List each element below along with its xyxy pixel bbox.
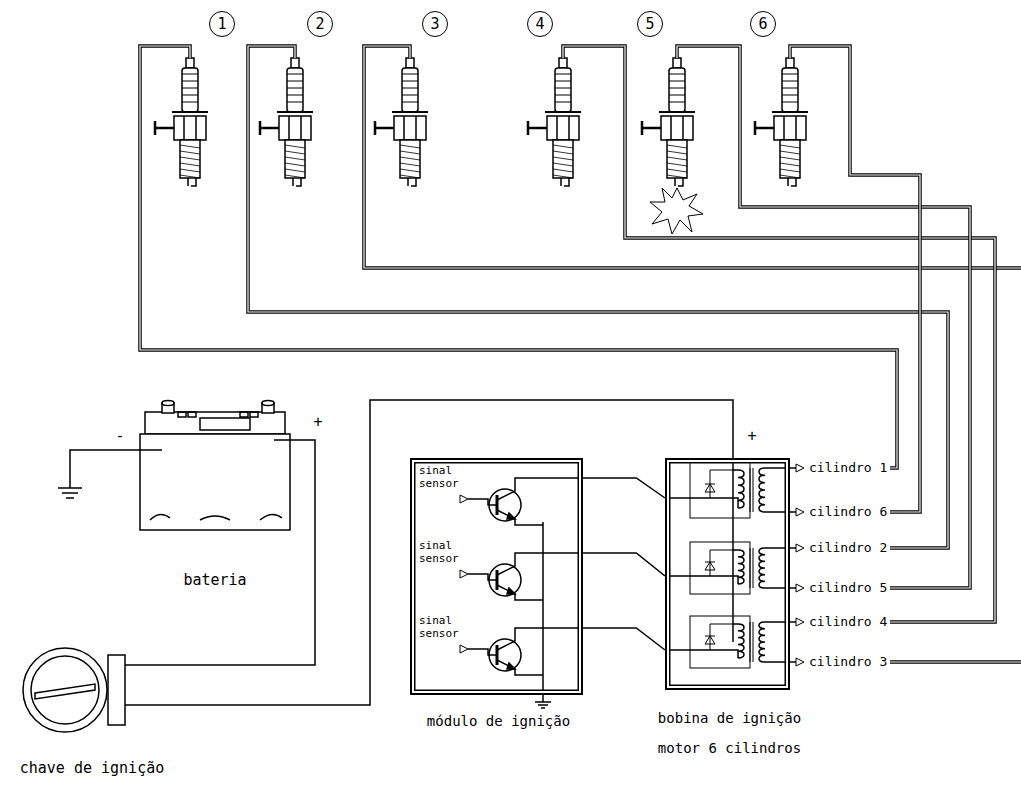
- ignition-cable-core: [890, 661, 1021, 662]
- callout-circle: 6: [750, 11, 776, 37]
- trigger-wire: [583, 628, 665, 650]
- coil-symbol: [665, 462, 804, 518]
- ignition-cable: [790, 46, 920, 512]
- spark-symbol: [650, 188, 703, 234]
- terminal-label: cilindro 1: [808, 460, 888, 476]
- battery-plus-wire: [125, 440, 315, 665]
- signal-label: sinal sensor: [419, 540, 467, 565]
- part-name: chave de ignição: [19, 759, 166, 777]
- transistor-group: [460, 478, 583, 675]
- spark-plug-symbol: [642, 58, 695, 186]
- ignition-cable-core: [790, 46, 920, 512]
- callout-number: 6: [758, 15, 767, 33]
- spark-plug-group: [155, 58, 808, 186]
- spark-plug-symbol: [755, 58, 808, 186]
- callout-circle: 1: [209, 11, 235, 37]
- ignition-coil-box: bobina de ignição motor 6 cilindros: [665, 458, 790, 690]
- box-heading: módulo de ignição: [400, 713, 597, 730]
- ignition-cable: [248, 46, 948, 548]
- ignition-cable-core: [140, 46, 897, 468]
- callout-circle: 2: [307, 11, 333, 37]
- ignition-cable-core: [364, 46, 1021, 268]
- ignition-cable: [563, 46, 995, 622]
- ignition-switch-symbol: [23, 648, 125, 732]
- part-name: bateria: [182, 571, 247, 589]
- spark-plug-symbol: [528, 58, 581, 186]
- spark-plug-symbol: [375, 58, 428, 186]
- ignition-cable: [364, 46, 1021, 268]
- ignition-cable: [677, 46, 970, 588]
- ignition-cable-core: [248, 46, 948, 548]
- callout-number: 4: [535, 15, 544, 33]
- callout-circle: 5: [637, 11, 663, 37]
- battery-symbol: [140, 401, 290, 531]
- trigger-wire: [583, 478, 665, 498]
- ground-symbol: [535, 702, 551, 708]
- terminal-label: cilindro 5: [808, 580, 888, 596]
- callout-number: 1: [217, 15, 226, 33]
- switch-output-wire: [125, 400, 733, 705]
- terminal-label: cilindro 2: [808, 540, 888, 556]
- ground-wire: [70, 450, 162, 488]
- terminal-label: cilindro 3: [808, 654, 888, 670]
- spark-plug-symbol: [155, 58, 208, 186]
- box-heading: bobina de ignição motor 6 cilindros: [634, 703, 825, 763]
- ignition-cable-core: [563, 46, 995, 622]
- callout-number: 5: [645, 15, 654, 33]
- terminal-label: cilindro 6: [808, 504, 888, 520]
- coil-symbol: [665, 616, 804, 668]
- callout-number: 2: [315, 15, 324, 33]
- cable-group: [140, 46, 1021, 662]
- coil-group: [665, 458, 804, 668]
- ignition-cable-core: [677, 46, 970, 588]
- terminal-sign: +: [746, 427, 757, 445]
- ignition-module-box: módulo de igniçãosinal sensorsinal senso…: [410, 458, 583, 695]
- spark-plug-symbol: [260, 58, 313, 186]
- terminal-sign: -: [114, 427, 125, 445]
- ground-symbol: [58, 488, 82, 498]
- transistor-symbol: [460, 553, 583, 600]
- ignition-cable: [140, 46, 897, 468]
- callout-number: 3: [430, 15, 439, 33]
- ignition-cable: [890, 660, 1021, 664]
- terminal-sign: +: [312, 413, 323, 431]
- callout-circle: 4: [527, 11, 553, 37]
- callout-circle: 3: [422, 11, 448, 37]
- terminal-label: cilindro 4: [808, 614, 888, 630]
- trigger-wire: [583, 553, 665, 576]
- signal-label: sinal sensor: [419, 615, 467, 640]
- signal-label: sinal sensor: [419, 465, 467, 490]
- transistor-symbol: [460, 478, 583, 525]
- module-ground-bus: [542, 522, 544, 702]
- coil-symbol: [665, 542, 804, 594]
- transistor-symbol: [460, 628, 583, 675]
